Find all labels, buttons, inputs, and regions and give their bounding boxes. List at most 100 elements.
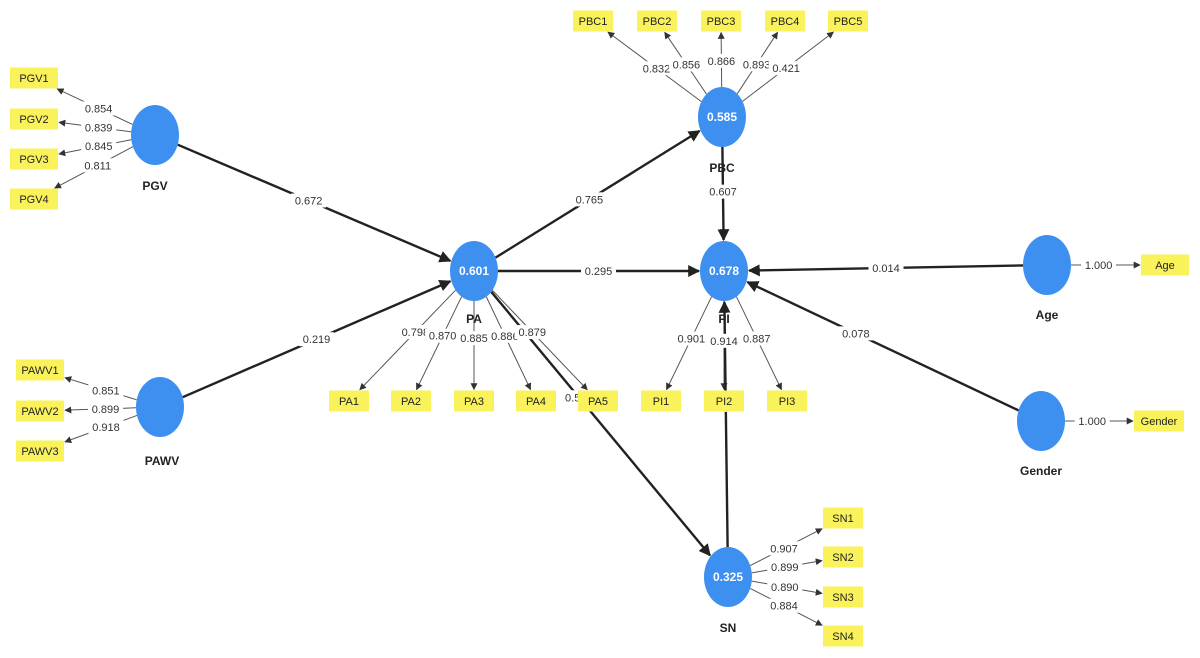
indicator-pgv1[interactable]: PGV1 — [10, 67, 58, 89]
construct-circle — [1023, 235, 1071, 295]
loading-label-sn3: 0.890 — [767, 579, 803, 594]
construct-circle — [698, 87, 746, 147]
svg-text:0.607: 0.607 — [709, 187, 737, 199]
indicator-pi1[interactable]: PI1 — [641, 390, 681, 412]
svg-text:1.000: 1.000 — [1078, 416, 1106, 428]
indicator-box — [516, 390, 556, 412]
indicator-pgv2[interactable]: PGV2 — [10, 108, 58, 130]
path-edge-gender-pi — [746, 280, 1020, 412]
loading-label-pgv1: 0.854 — [81, 101, 117, 116]
svg-text:0.893: 0.893 — [743, 59, 771, 71]
svg-text:0.798: 0.798 — [402, 327, 430, 339]
indicator-label: PGV2 — [19, 114, 48, 126]
indicator-box — [823, 586, 863, 608]
svg-text:0.884: 0.884 — [770, 601, 798, 613]
svg-text:0.839: 0.839 — [85, 123, 113, 135]
construct-pawv[interactable]: PAWV — [136, 377, 184, 468]
construct-pgv[interactable]: PGV — [131, 105, 179, 193]
construct-name: PI — [718, 312, 729, 326]
indicator-ageind[interactable]: Age — [1141, 254, 1189, 276]
svg-text:0.887: 0.887 — [743, 333, 771, 345]
indicator-box — [10, 188, 58, 210]
loading-label-pbc2: 0.856 — [668, 57, 704, 72]
indicator-genderind[interactable]: Gender — [1134, 410, 1184, 432]
indicator-label: PA3 — [464, 396, 484, 408]
indicator-pawv1[interactable]: PAWV1 — [16, 359, 64, 381]
svg-text:0.014: 0.014 — [872, 263, 900, 275]
construct-circle — [704, 547, 752, 607]
indicator-label: PI3 — [779, 396, 796, 408]
indicator-box — [1141, 254, 1189, 276]
indicator-edges — [54, 31, 1141, 626]
indicator-pgv4[interactable]: PGV4 — [10, 188, 58, 210]
indicator-pbc4[interactable]: PBC4 — [765, 10, 805, 32]
svg-text:0.918: 0.918 — [92, 422, 120, 434]
indicator-box — [767, 390, 807, 412]
construct-name: PGV — [142, 179, 167, 193]
loading-edge-pa1 — [359, 289, 456, 391]
indicator-label: SN4 — [832, 631, 853, 643]
indicator-box — [16, 400, 64, 422]
svg-text:0.854: 0.854 — [85, 103, 113, 115]
indicator-pa1[interactable]: PA1 — [329, 390, 369, 412]
indicator-pi2[interactable]: PI2 — [704, 390, 744, 412]
indicator-label: PBC5 — [834, 16, 863, 28]
svg-text:0.866: 0.866 — [708, 56, 736, 68]
indicator-sn3[interactable]: SN3 — [823, 586, 863, 608]
construct-circle — [136, 377, 184, 437]
loading-label-pi1: 0.901 — [673, 331, 709, 346]
indicator-pa4[interactable]: PA4 — [516, 390, 556, 412]
indicator-pawv3[interactable]: PAWV3 — [16, 440, 64, 462]
path-coefficient-gender-pi: 0.078 — [838, 326, 874, 341]
indicator-pbc5[interactable]: PBC5 — [828, 10, 868, 32]
indicator-pbc1[interactable]: PBC1 — [573, 10, 613, 32]
svg-text:0.899: 0.899 — [771, 562, 799, 574]
loading-label-pbc3: 0.866 — [703, 53, 739, 68]
svg-text:0.856: 0.856 — [673, 59, 701, 71]
indicator-sn2[interactable]: SN2 — [823, 546, 863, 568]
loading-label-pa3: 0.885 — [456, 331, 492, 346]
loading-label-pbc5: 0.421 — [768, 61, 804, 76]
indicator-label: PAWV3 — [21, 446, 58, 458]
construct-circle — [1017, 391, 1065, 451]
indicator-pbc3[interactable]: PBC3 — [701, 10, 741, 32]
loading-label-pgv2: 0.839 — [81, 120, 117, 135]
construct-name: PAWV — [145, 454, 179, 468]
indicator-box — [828, 10, 868, 32]
svg-text:1.000: 1.000 — [1085, 260, 1113, 272]
construct-name: SN — [720, 621, 737, 635]
indicator-box — [454, 390, 494, 412]
svg-text:0.421: 0.421 — [772, 63, 800, 75]
path-coefficient-age-pi: 0.014 — [868, 260, 904, 275]
path-coefficient-pa-pi: 0.295 — [581, 264, 616, 278]
path-coefficient-pgv-pa: 0.672 — [291, 193, 327, 208]
path-coefficient-pa-pbc: 0.765 — [571, 192, 607, 207]
construct-gender[interactable]: Gender — [1017, 391, 1065, 478]
indicator-box — [701, 10, 741, 32]
indicator-label: PGV1 — [19, 73, 48, 85]
indicator-pgv3[interactable]: PGV3 — [10, 148, 58, 170]
indicator-box — [16, 440, 64, 462]
indicator-label: PA4 — [526, 396, 546, 408]
svg-text:0.811: 0.811 — [84, 160, 111, 172]
indicator-pa5[interactable]: PA5 — [578, 390, 618, 412]
indicator-sn1[interactable]: SN1 — [823, 507, 863, 529]
indicator-pi3[interactable]: PI3 — [767, 390, 807, 412]
indicator-pa3[interactable]: PA3 — [454, 390, 494, 412]
indicator-box — [1134, 410, 1184, 432]
indicator-pawv2[interactable]: PAWV2 — [16, 400, 64, 422]
indicator-label: PA5 — [588, 396, 608, 408]
loading-label-pa2: 0.870 — [425, 328, 461, 343]
construct-age[interactable]: Age — [1023, 235, 1071, 322]
indicator-pa2[interactable]: PA2 — [391, 390, 431, 412]
indicator-pbc2[interactable]: PBC2 — [637, 10, 677, 32]
svg-text:0.914: 0.914 — [710, 336, 738, 348]
indicator-sn4[interactable]: SN4 — [823, 625, 863, 647]
svg-text:0.078: 0.078 — [842, 328, 870, 340]
